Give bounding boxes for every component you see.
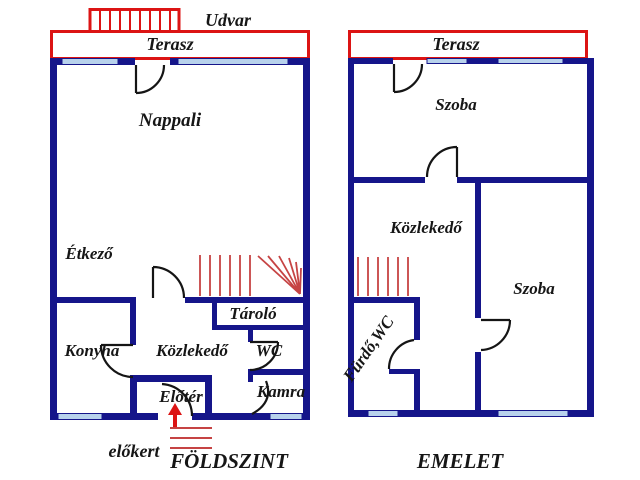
wall — [568, 410, 594, 417]
wall — [130, 297, 136, 345]
window — [367, 410, 399, 417]
upper-staircase — [357, 257, 409, 296]
stair-winders — [257, 255, 302, 295]
upper-doors — [387, 63, 512, 370]
door-swing-konyha — [99, 343, 134, 379]
window — [57, 413, 103, 420]
label-kamra: Kamra — [256, 382, 306, 401]
wall — [414, 303, 420, 340]
wall — [248, 330, 253, 342]
wall — [50, 413, 58, 420]
wall — [398, 410, 498, 417]
entrance-marker — [168, 403, 212, 449]
wall — [185, 297, 310, 303]
label-foldszint-title: FÖLDSZINT — [169, 449, 289, 473]
ground-staircase — [199, 255, 302, 296]
door-swing-upper-terasz — [392, 63, 424, 94]
wall — [205, 375, 212, 417]
door-swing-wc — [249, 340, 280, 372]
wall — [248, 374, 253, 382]
window — [61, 58, 119, 65]
label-terasz-upper: Terasz — [432, 34, 479, 54]
label-terasz-ground: Terasz — [146, 34, 193, 54]
wall — [348, 58, 393, 64]
wall — [130, 375, 137, 417]
entrance-arrow-head — [168, 403, 182, 415]
label-kozlekedo-ground: Közlekedő — [155, 341, 229, 360]
door-swing-etkezo — [151, 265, 186, 299]
stair-treads — [199, 255, 251, 296]
wall — [302, 413, 310, 420]
wall — [414, 374, 420, 417]
entrance-steps — [170, 427, 212, 449]
wall — [389, 369, 420, 374]
wall — [563, 58, 594, 64]
wall — [348, 58, 354, 417]
label-udvar: Udvar — [205, 10, 252, 30]
wall — [348, 410, 368, 417]
wall — [248, 369, 310, 375]
label-konyha: Konyha — [64, 341, 120, 360]
wall — [170, 58, 178, 65]
door-swing-szoba-back — [480, 318, 512, 352]
label-tarolo: Tároló — [229, 304, 276, 323]
window — [269, 413, 303, 420]
wall — [587, 58, 594, 417]
wall — [118, 58, 135, 65]
wall — [212, 325, 310, 330]
label-kozlekedo-upper: Közlekedő — [389, 218, 463, 237]
wall — [348, 297, 420, 303]
door-swing-front — [161, 382, 194, 417]
upper-inner-walls — [348, 177, 594, 417]
label-szoba-front: Szoba — [435, 95, 477, 114]
label-szoba-back: Szoba — [513, 279, 555, 298]
window — [497, 410, 569, 417]
door-swing-szoba-front — [425, 145, 459, 178]
wall — [288, 58, 310, 65]
ground-floor-plan: Udvar Terasz Nappali Étkező Konyha Közle… — [50, 8, 310, 473]
label-furdo-wc: Fürdő,WC — [339, 312, 399, 386]
wall — [192, 413, 270, 420]
label-wc: WC — [256, 341, 283, 360]
label-emelet-title: EMELET — [416, 449, 505, 473]
wall — [475, 183, 481, 318]
wall — [50, 58, 62, 65]
label-etkezo: Étkező — [64, 244, 114, 263]
stair-treads — [357, 257, 409, 296]
door-swing-furdo — [387, 338, 415, 370]
udvar-steps-treads — [99, 11, 171, 30]
wall — [303, 58, 310, 420]
udvar-steps-outline — [88, 8, 181, 33]
wall — [467, 58, 498, 64]
wall — [212, 297, 217, 330]
wall — [348, 177, 425, 183]
upper-floor-plan: Terasz Szoba Közlekedő Szoba Fürdő,WC EM… — [339, 30, 594, 473]
wall — [457, 177, 594, 183]
window — [177, 58, 289, 65]
ground-inner-walls — [50, 297, 310, 417]
wall — [50, 58, 57, 420]
door-swing-kamra — [251, 380, 270, 415]
wall — [50, 297, 135, 303]
label-elokert: előkert — [109, 441, 161, 461]
wall — [130, 375, 212, 382]
door-swing-terasz — [134, 64, 166, 95]
window — [426, 58, 468, 64]
udvar-steps — [88, 8, 181, 33]
window — [497, 58, 564, 64]
ground-doors — [99, 64, 280, 417]
wall — [475, 352, 481, 417]
label-eloter: Előtér — [158, 387, 203, 406]
label-nappali: Nappali — [138, 110, 202, 131]
upper-outer-walls — [348, 58, 594, 417]
